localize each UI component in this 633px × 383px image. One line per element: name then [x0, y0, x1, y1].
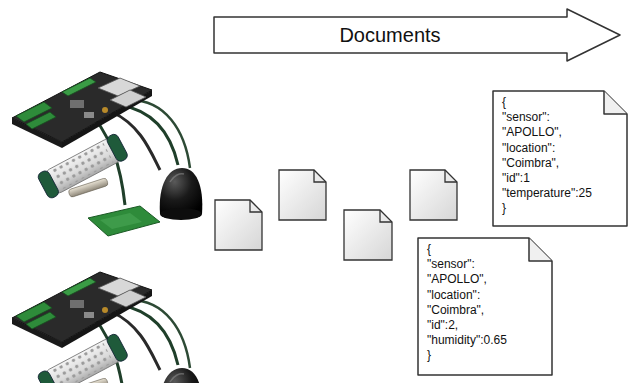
json-line: "Coimbra", [427, 303, 545, 318]
json-line: "temperature":25 [502, 186, 620, 201]
json-line: "APOLLO", [502, 125, 620, 140]
document-icon [344, 210, 392, 260]
sensor-board [12, 72, 202, 236]
json-line: "Coimbra", [502, 156, 620, 171]
json-line: } [427, 348, 545, 363]
json-line: "id":2, [427, 318, 545, 333]
document-fold [314, 170, 326, 182]
json-line: "humidity":0.65 [427, 333, 545, 348]
arrow-shape: Documents [213, 8, 621, 62]
document-icon [410, 170, 457, 220]
document-fold [250, 200, 262, 212]
arrow-label: Documents [339, 24, 440, 47]
document-fold [445, 170, 457, 182]
document-fold [529, 238, 552, 261]
json-line: } [502, 201, 620, 216]
json-line: "location": [427, 288, 545, 303]
document-fold [604, 91, 627, 114]
json-document: {"sensor":"APOLLO","location":"Coimbra",… [417, 237, 553, 376]
json-line: "location": [502, 141, 620, 156]
json-line: { [427, 242, 545, 257]
arrow-outline-path [214, 9, 620, 61]
json-line: "id":1 [502, 171, 620, 186]
document-body [493, 91, 627, 226]
json-line: "sensor": [502, 110, 620, 125]
document-body [418, 238, 552, 375]
json-document: {"sensor":"APOLLO","location":"Coimbra",… [492, 90, 628, 227]
json-line: { [502, 95, 620, 110]
document-icon [215, 200, 262, 250]
sensor-board [12, 272, 202, 383]
document-fold [380, 210, 392, 222]
json-line: "APOLLO", [427, 272, 545, 287]
document-icon [279, 170, 326, 220]
json-line: "sensor": [427, 257, 545, 272]
